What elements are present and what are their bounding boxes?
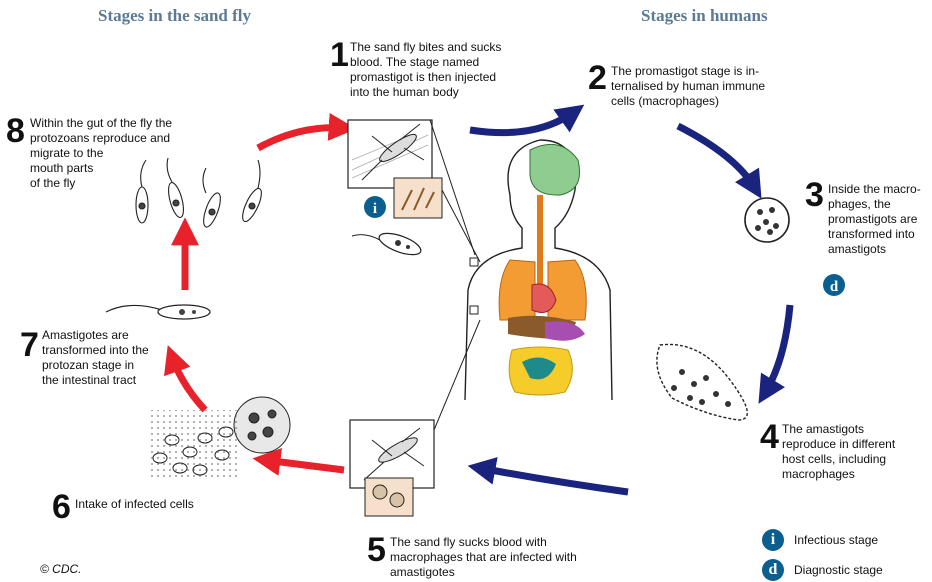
arrow-2-to-3	[678, 126, 755, 188]
step-3-number: 3	[805, 180, 824, 210]
arrow-4-to-5	[480, 468, 628, 492]
arrow-3-to-4	[765, 305, 790, 393]
macrophage-icon-stage4	[657, 344, 747, 420]
arrow-6-to-7	[172, 357, 205, 410]
credit: © CDC.	[40, 562, 82, 576]
legend-diagnostic-label: Diagnostic stage	[794, 563, 883, 577]
step-3-text: Inside the macro- phages, the promastigo…	[828, 182, 921, 257]
step-6-text: Intake of infected cells	[75, 497, 194, 512]
step-4-number: 4	[760, 422, 779, 452]
svg-text:d: d	[830, 279, 839, 295]
step-6-number: 6	[52, 492, 71, 522]
promastigote-icon-stage7	[106, 305, 210, 319]
svg-text:i: i	[373, 201, 377, 217]
diagnostic-icon: d	[762, 559, 784, 581]
diagnostic-stage-badge: d	[823, 274, 845, 296]
step-7-text: Amastigotes are transformed into the pro…	[42, 328, 149, 388]
macrophage-icon-stage3	[745, 198, 789, 242]
infected-cells-icon	[150, 397, 290, 480]
infectious-stage-badge: i	[364, 196, 386, 218]
step-4-text: The amastigots reproduce in different ho…	[782, 422, 895, 482]
sand-fly-icon-suck	[350, 320, 480, 516]
step-1-number: 1	[330, 40, 349, 70]
step-8-text: Within the gut of the fly the protozoans…	[30, 116, 172, 191]
step-8-number: 8	[6, 116, 25, 146]
step-5-text: The sand fly sucks blood with macrophage…	[390, 535, 577, 580]
step-5-number: 5	[367, 535, 386, 565]
step-1-text: The sand fly bites and sucks blood. The …	[350, 40, 501, 100]
infectious-icon: i	[762, 529, 784, 551]
legend-infectious: i Infectious stage	[762, 529, 878, 551]
human-body-icon	[465, 140, 612, 400]
arrow-5-to-6	[265, 460, 344, 470]
step-2-number: 2	[588, 63, 607, 93]
sand-fly-icon-bite	[348, 120, 480, 262]
promastigote-icon-injected	[352, 229, 423, 259]
arrow-8-to-1	[258, 128, 344, 148]
legend-infectious-label: Infectious stage	[794, 533, 878, 547]
step-2-text: The promastigot stage is in- ternalised …	[611, 64, 765, 109]
arrow-1-to-2	[470, 112, 574, 133]
step-7-number: 7	[20, 330, 39, 360]
legend-diagnostic: d Diagnostic stage	[762, 559, 883, 581]
